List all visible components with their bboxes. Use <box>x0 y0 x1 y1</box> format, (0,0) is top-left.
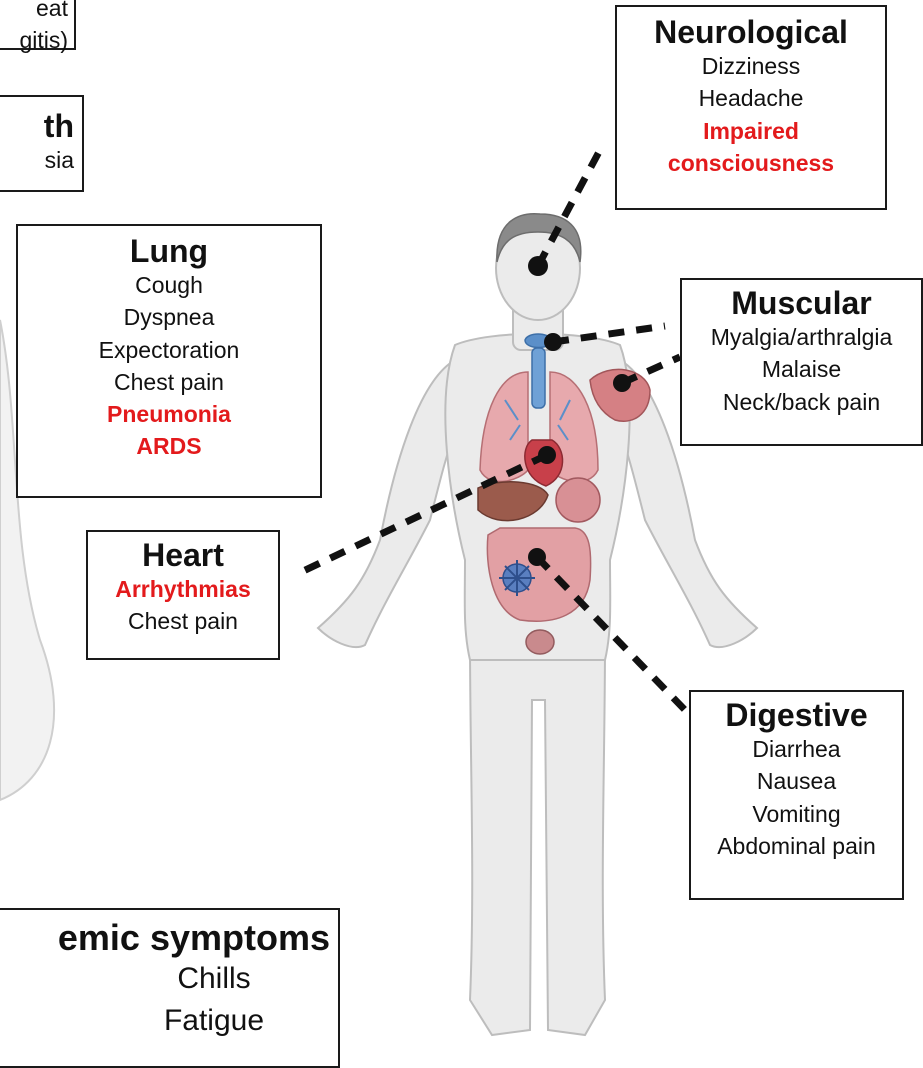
symptom-vomiting: Vomiting <box>691 798 902 830</box>
symptom-ards: ARDS <box>18 430 320 462</box>
symptom-heart-chest-pain: Chest pain <box>88 605 278 637</box>
lung-box: Lung Cough Dyspnea Expectoration Chest p… <box>16 224 322 498</box>
neurological-box: Neurological Dizziness Headache Impaired… <box>615 5 887 210</box>
symptom-fatigue: Fatigue <box>0 1000 330 1042</box>
mouth-title: th <box>0 109 74 144</box>
heart-title: Heart <box>88 538 278 573</box>
symptom-neck-back-pain: Neck/back pain <box>682 386 921 418</box>
throat-line-2: gitis) <box>0 24 68 56</box>
symptom-diarrhea: Diarrhea <box>691 733 902 765</box>
symptom-myalgia: Myalgia/arthralgia <box>682 321 921 353</box>
mouth-line-1: sia <box>0 144 74 176</box>
stomach <box>556 478 600 522</box>
throat-box: eat gitis) <box>0 0 76 50</box>
lung-title: Lung <box>18 234 320 269</box>
symptom-lung-chest-pain: Chest pain <box>18 366 320 398</box>
symptom-impaired: Impaired <box>617 115 885 147</box>
symptom-dyspnea: Dyspnea <box>18 301 320 333</box>
symptom-arrhythmias: Arrhythmias <box>88 573 278 605</box>
symptom-pneumonia: Pneumonia <box>18 398 320 430</box>
heart-box: Heart Arrhythmias Chest pain <box>86 530 280 660</box>
digestive-title: Digestive <box>691 698 902 733</box>
symptom-abdominal-pain: Abdominal pain <box>691 830 902 862</box>
throat-line-1: eat <box>0 0 68 24</box>
trachea <box>532 348 545 408</box>
neurological-title: Neurological <box>617 15 885 50</box>
symptom-cough: Cough <box>18 269 320 301</box>
symptom-malaise: Malaise <box>682 353 921 385</box>
mouth-box: th sia <box>0 95 84 192</box>
symptom-dizziness: Dizziness <box>617 50 885 82</box>
symptom-consciousness: consciousness <box>617 147 885 179</box>
digestive-box: Digestive Diarrhea Nausea Vomiting Abdom… <box>689 690 904 900</box>
systemic-title: emic symptoms <box>0 918 330 958</box>
bladder <box>526 630 554 654</box>
symptom-chills: Chills <box>0 958 330 1000</box>
symptom-nausea: Nausea <box>691 765 902 797</box>
muscular-title: Muscular <box>682 286 921 321</box>
symptom-expectoration: Expectoration <box>18 334 320 366</box>
muscular-box: Muscular Myalgia/arthralgia Malaise Neck… <box>680 278 923 446</box>
systemic-box: emic symptoms Chills Fatigue <box>0 908 340 1068</box>
symptom-headache: Headache <box>617 82 885 114</box>
